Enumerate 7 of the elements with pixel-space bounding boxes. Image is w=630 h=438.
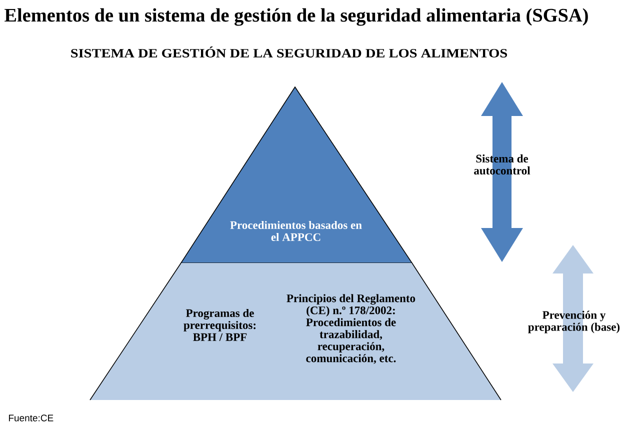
title: Elementos de un sistema de gestión de la seguridad alimentaria (SGSA) <box>4 8 588 26</box>
pyramid-base <box>90 262 502 400</box>
source-note: Fuente:CE <box>9 414 54 422</box>
arrow-label: Prevención y preparación (base) <box>528 310 620 334</box>
subtitle: SISTEMA DE GESTIÓN DE LA SEGURIDAD DE LOS ALIMENTOS <box>71 46 507 58</box>
tier-label: Principios del Reglamento (CE) n.º 178/2002: Procedimientos de trazabilidad, recuperación, comunicación, etc. <box>286 294 416 364</box>
tier-label: Programas de prerrequisitos: BPH / BPF <box>184 308 256 342</box>
